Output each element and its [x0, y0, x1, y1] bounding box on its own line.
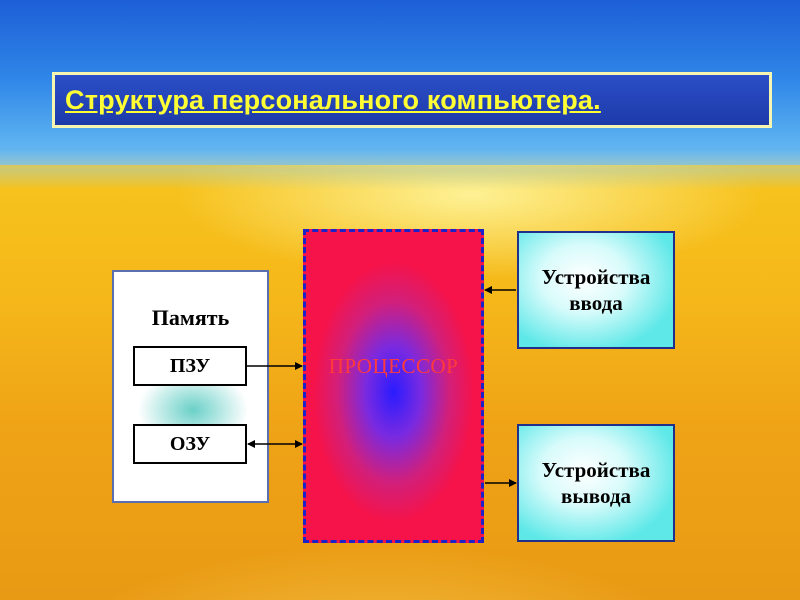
output-devices-line-1: Устройства — [541, 458, 651, 482]
processor-label: ПРОЦЕССОР — [328, 353, 459, 378]
input-devices-line-1: Устройства — [541, 265, 651, 289]
output-devices-block: Устройства вывода — [517, 424, 675, 542]
processor-block: ПРОЦЕССОР — [303, 229, 484, 543]
output-devices-line-2: вывода — [561, 484, 631, 508]
input-devices-block: Устройства ввода — [517, 231, 675, 349]
memory-label: Память — [151, 305, 230, 330]
input-devices-line-2: ввода — [569, 291, 623, 315]
slide-title: Структура персонального компьютера. — [65, 84, 601, 115]
background-blend — [0, 150, 800, 190]
title-box: Структура персонального компьютера. — [52, 72, 772, 128]
ram-box: ОЗУ — [133, 424, 247, 464]
rom-box: ПЗУ — [133, 346, 247, 386]
